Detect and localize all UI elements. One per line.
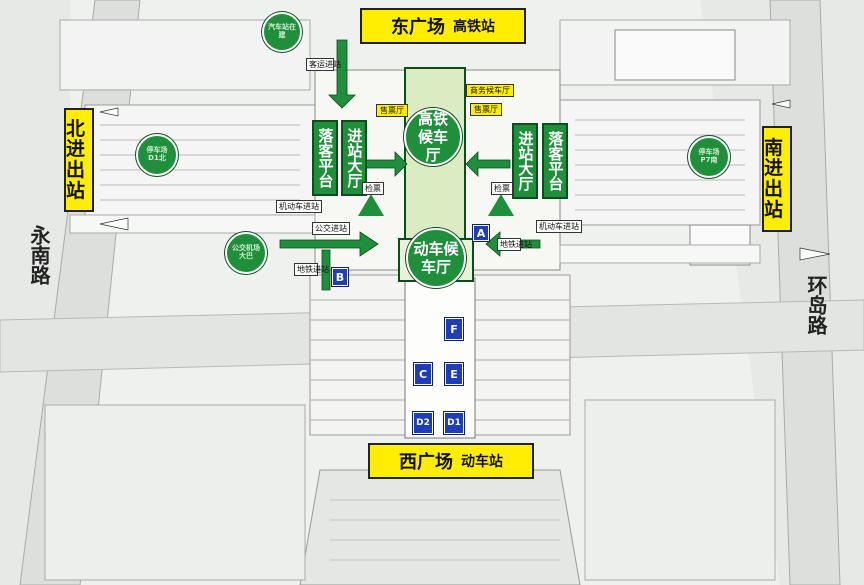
metro-entry-right-label: 地铁进站 [497, 238, 532, 252]
west-plaza-label: 西广场 动车站 [368, 443, 534, 479]
entrance-d2: D2 [413, 412, 433, 434]
ticket-hall-left-label: 售票厅 [376, 104, 408, 117]
business-hall-label: 商务候车厅 [466, 84, 514, 97]
check-left-marker [358, 194, 384, 216]
check-right-marker [488, 194, 514, 216]
ticket-hall-right-label: 售票厅 [470, 103, 502, 116]
dongche-waiting-hall: 动车候车厅 [406, 228, 466, 288]
north-entry-hall: 进站大厅 [341, 120, 367, 196]
east-plaza-station: 高铁站 [453, 19, 495, 35]
parking-north-text: 停车场D1北 [146, 146, 168, 162]
east-road-name: 环岛路 [804, 275, 828, 335]
dongche-box: 动车候车厅 [398, 228, 474, 288]
east-plaza-label: 东广场 高铁站 [360, 8, 526, 44]
coach-station-label: 客运进站 [306, 58, 341, 72]
bus-parking-circle: 汽车站在建 [262, 12, 302, 52]
south-exit-label: 南进出站 [762, 126, 792, 232]
dongche-hall-text: 动车候车厅 [413, 240, 459, 276]
check-left-label: 检票 [362, 182, 384, 196]
north-exit-text: 北进出站 [66, 117, 86, 202]
west-road-name: 永南路 [27, 225, 51, 285]
west-plaza-station: 动车站 [461, 454, 503, 470]
entrance-d1: D1 [444, 412, 464, 434]
parking-south-text: 停车场P7南 [698, 148, 720, 164]
entrance-b: B [332, 268, 348, 286]
parking-south-circle: 停车场P7南 [688, 136, 730, 178]
south-drop-platform: 落客平台 [542, 123, 568, 199]
south-exit-text: 南进出站 [764, 136, 784, 221]
motor-entry-right-label: 机动车进站 [536, 220, 582, 234]
north-exit-label: 北进出站 [64, 108, 94, 212]
south-entry-hall: 进站大厅 [512, 123, 538, 199]
bus-airport-circle: 公交机场大巴 [225, 232, 267, 274]
west-plaza-name: 西广场 [399, 452, 453, 473]
entrance-f: F [445, 318, 463, 340]
bus-entry-label: 公交进站 [312, 222, 350, 236]
entrance-c: C [414, 363, 432, 385]
entrance-e: E [445, 363, 463, 385]
parking-north-circle: 停车场D1北 [136, 134, 178, 176]
bus-airport-text: 公交机场大巴 [232, 244, 260, 260]
metro-entry-left-label: 地铁进站 [294, 263, 329, 277]
check-right-label: 检票 [491, 182, 513, 196]
gaotie-waiting-hall: 高铁候车厅 [404, 108, 462, 166]
east-plaza-name: 东广场 [391, 17, 445, 38]
bus-parking-text: 汽车站在建 [268, 23, 296, 39]
entrance-a: A [473, 225, 489, 241]
north-drop-platform: 落客平台 [312, 120, 338, 196]
gaotie-hall-text: 高铁候车厅 [417, 110, 448, 164]
motor-entry-left-label: 机动车进站 [276, 200, 322, 214]
